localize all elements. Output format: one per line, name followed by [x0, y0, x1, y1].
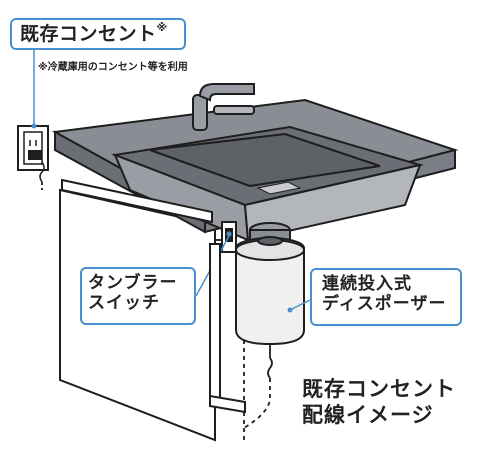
- wiring-line1: 既存コンセント: [302, 377, 456, 401]
- wiring-line2: 配線イメージ: [302, 403, 434, 428]
- existing-outlet-label: 既存コンセント※: [10, 18, 186, 50]
- wiring-image-label: 既存コンセント 配線イメージ: [302, 376, 456, 429]
- faucet: [192, 83, 255, 131]
- tumbler-switch-line1: タンブラー: [88, 273, 178, 293]
- conduit: [209, 243, 246, 414]
- disposer: [235, 222, 305, 346]
- disposer-leader: [289, 299, 311, 311]
- disposer-line1: 連続投入式: [322, 274, 412, 294]
- outlet-note: ※冷蔵庫用のコンセント等を利用: [38, 62, 188, 73]
- disposer-label: 連続投入式 ディスポーザー: [310, 268, 462, 326]
- tumbler-switch-line2: スイッチ: [88, 293, 160, 314]
- wiring: [41, 182, 273, 440]
- existing-outlet-text: 既存コンセント: [20, 23, 157, 45]
- sink-basin: [111, 125, 424, 242]
- tumbler-switch-label: タンブラー スイッチ: [80, 267, 196, 325]
- disposer-line2: ディスポーザー: [322, 294, 447, 315]
- cabinet-rail: [61, 178, 213, 224]
- wall-outlet: [17, 125, 49, 183]
- existing-outlet-mark: ※: [156, 21, 168, 34]
